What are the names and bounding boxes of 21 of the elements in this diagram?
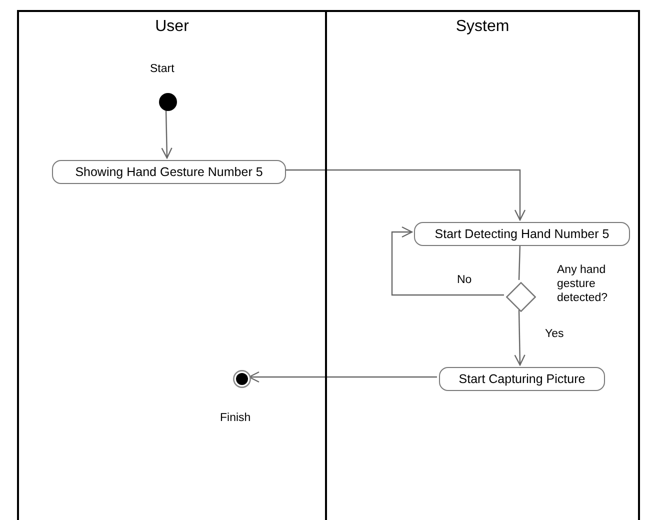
lane-title: User (155, 18, 189, 36)
final-node (233, 370, 251, 388)
decision-diamond (506, 282, 536, 312)
arrow (514, 310, 526, 366)
node-caption: Finish (220, 412, 251, 426)
action-box: Start Detecting Hand Number 5 (414, 222, 630, 246)
node-caption: Any hand gesture detected? (557, 264, 609, 306)
action-box: Start Capturing Picture (439, 367, 605, 391)
initial-node (159, 93, 177, 111)
swimlane (17, 10, 327, 520)
arrow (248, 371, 437, 383)
connector-line (518, 244, 521, 280)
arrow (391, 226, 504, 296)
arrow (284, 169, 526, 221)
node-caption: Start (150, 63, 174, 77)
edge-label: Yes (543, 328, 566, 340)
swimlane (325, 10, 640, 520)
action-box: Showing Hand Gesture Number 5 (52, 160, 286, 184)
edge-label: No (455, 274, 474, 286)
arrow (161, 108, 172, 159)
lane-title: System (456, 18, 510, 36)
